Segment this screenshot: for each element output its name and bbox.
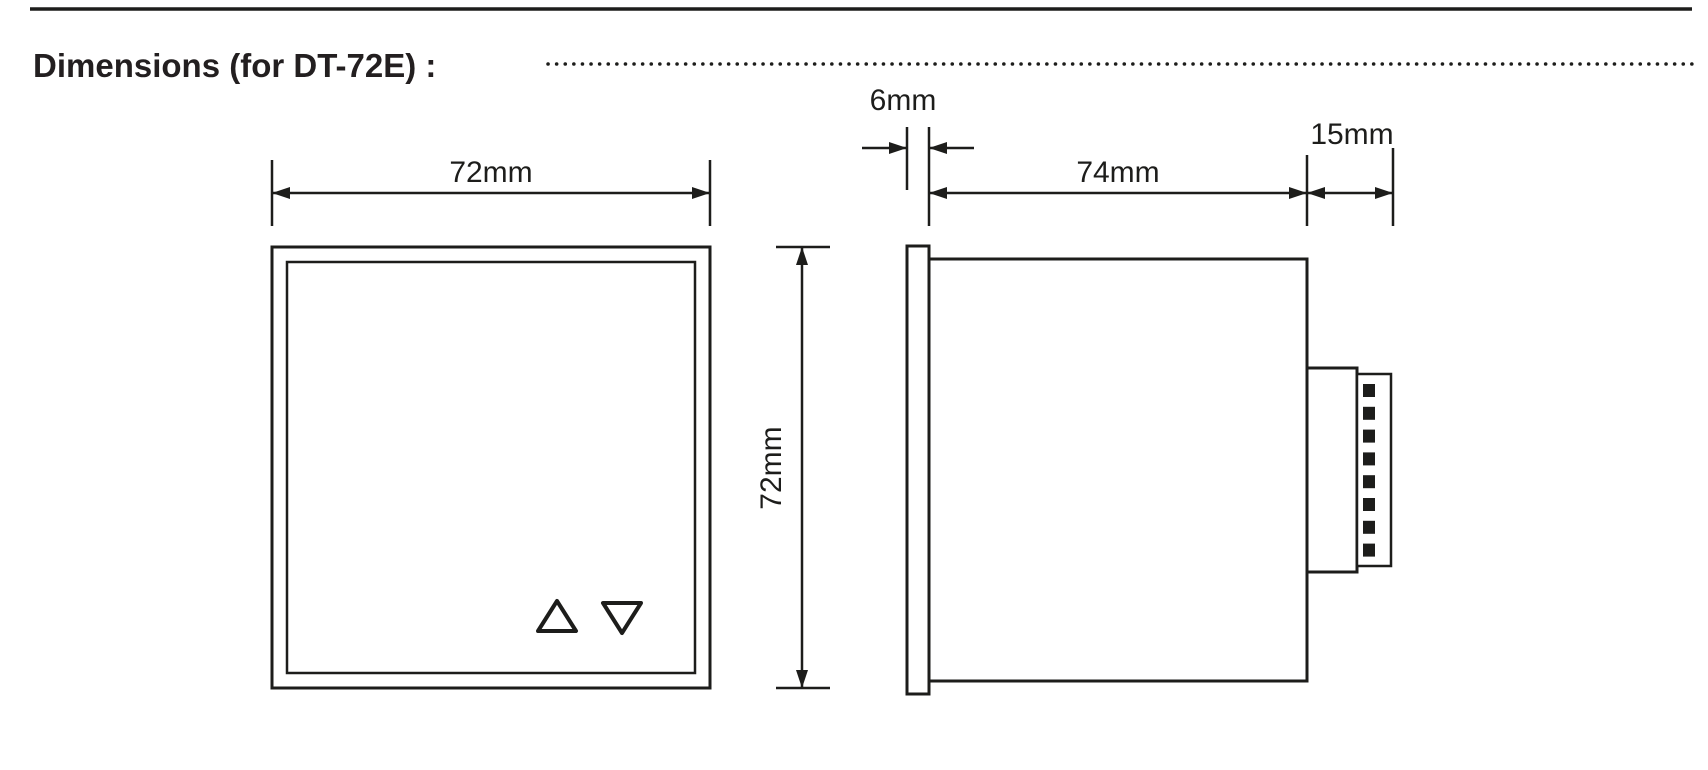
down-triangle-button-icon	[601, 601, 643, 635]
terminal-pin	[1363, 498, 1375, 511]
terminal-block	[1305, 366, 1359, 574]
terminal-pins	[1363, 384, 1375, 557]
bezel-depth-label: 6mm	[870, 84, 937, 117]
bezel-depth-dimension: 6mm	[862, 84, 974, 226]
terminal-depth-dimension: 15mm	[1307, 118, 1395, 226]
up-triangle-button-icon	[536, 599, 578, 633]
side-bezel	[905, 244, 931, 696]
terminal-pin	[1363, 452, 1375, 466]
front-view	[270, 245, 712, 690]
terminal-pin-housing	[1355, 372, 1393, 568]
front-width-dimension: 72mm	[270, 156, 712, 226]
terminal-pin	[1363, 429, 1375, 443]
front-height-label: 72mm	[755, 426, 788, 509]
front-height-dimension: 72mm	[755, 245, 830, 690]
front-width-label: 72mm	[449, 156, 532, 189]
terminal-pin	[1363, 406, 1375, 420]
terminal-pin	[1363, 520, 1375, 534]
page-title: Dimensions (for DT-72E) :	[33, 47, 436, 84]
side-view	[905, 244, 1393, 696]
header: Dimensions (for DT-72E) :	[30, 7, 1694, 84]
terminal-pin	[1363, 475, 1375, 489]
terminal-pin	[1363, 384, 1375, 397]
body-depth-dimension: 74mm	[929, 155, 1309, 226]
terminal-depth-label: 15mm	[1310, 118, 1393, 151]
terminal-pin	[1363, 543, 1375, 557]
side-body	[927, 257, 1309, 683]
body-depth-label: 74mm	[1076, 156, 1159, 189]
